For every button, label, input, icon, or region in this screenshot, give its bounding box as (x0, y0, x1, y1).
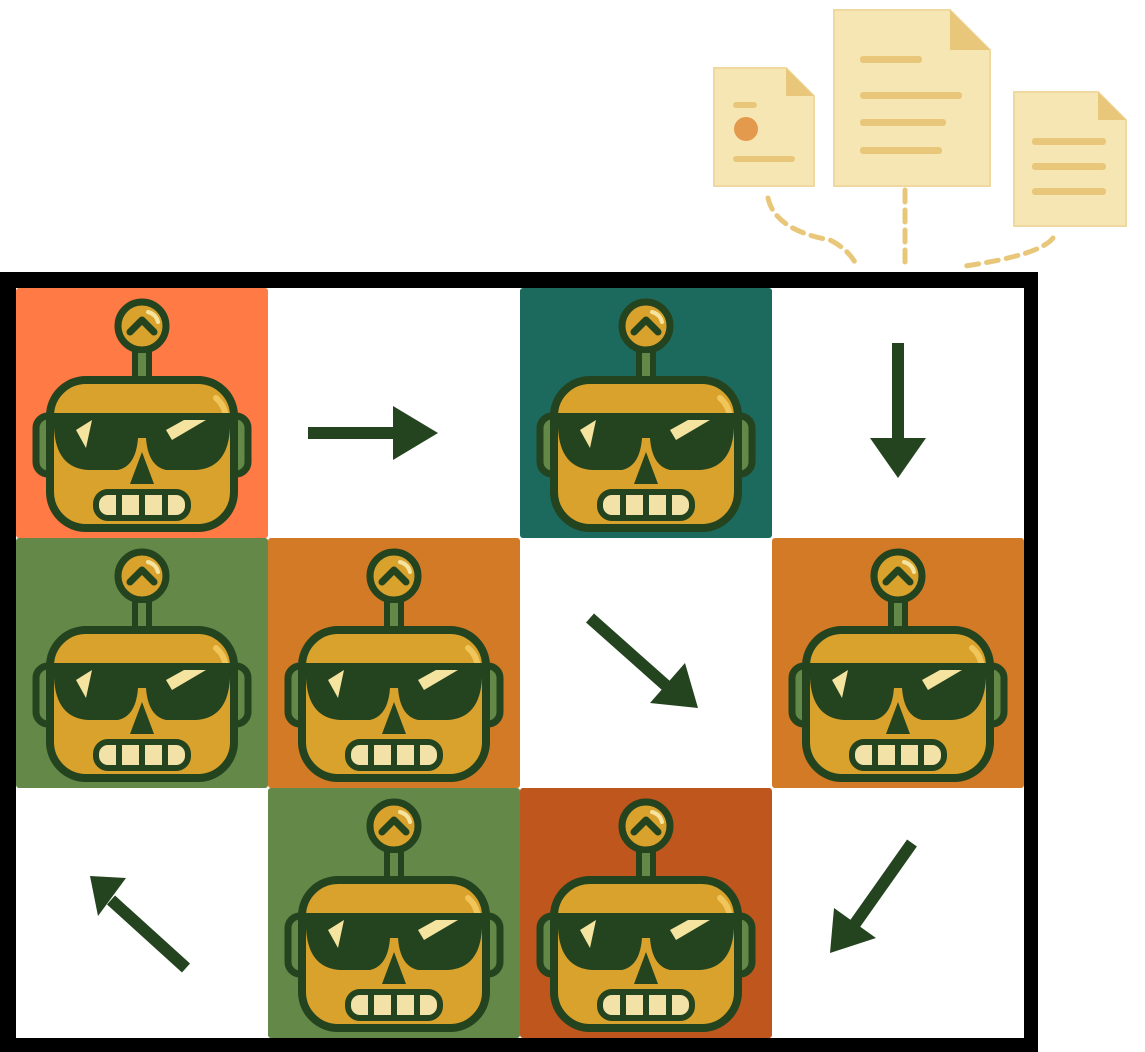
robot-tile (16, 538, 268, 788)
arrow-tile-down (772, 288, 1024, 538)
arrow-tile-up-left (16, 788, 268, 1038)
robot-tile (772, 538, 1024, 788)
arrow-up-left-icon (90, 876, 191, 973)
robot-sunglasses-icon (288, 552, 500, 778)
arrow-tile-right (268, 288, 520, 538)
arrow-down-icon (870, 343, 926, 478)
dashed-connector (962, 235, 1056, 269)
robot-tile (16, 288, 268, 538)
robot-sunglasses-icon (36, 552, 248, 778)
robot-sunglasses-icon (540, 302, 752, 528)
arrow-down-right-icon (586, 613, 698, 708)
robot-sunglasses-icon (36, 302, 248, 528)
robot-tile (268, 538, 520, 788)
document-with-seal-icon (713, 67, 815, 187)
robot-tile (520, 788, 772, 1038)
documents-illustration (713, 9, 1127, 271)
arrow-tile-down-right (520, 538, 772, 788)
arrow-right-icon (308, 406, 438, 460)
robot-sunglasses-icon (540, 802, 752, 1028)
document-text-icon (833, 9, 991, 187)
dashed-connector (765, 195, 861, 271)
document-text-icon (1013, 91, 1127, 227)
robot-sunglasses-icon (288, 802, 500, 1028)
arrow-down-left-icon (830, 839, 917, 953)
robot-tile (268, 788, 520, 1038)
robot-grid (16, 288, 1024, 1038)
robot-sunglasses-icon (792, 552, 1004, 778)
arrow-tile-down-left (772, 788, 1024, 1038)
robot-tile (520, 288, 772, 538)
